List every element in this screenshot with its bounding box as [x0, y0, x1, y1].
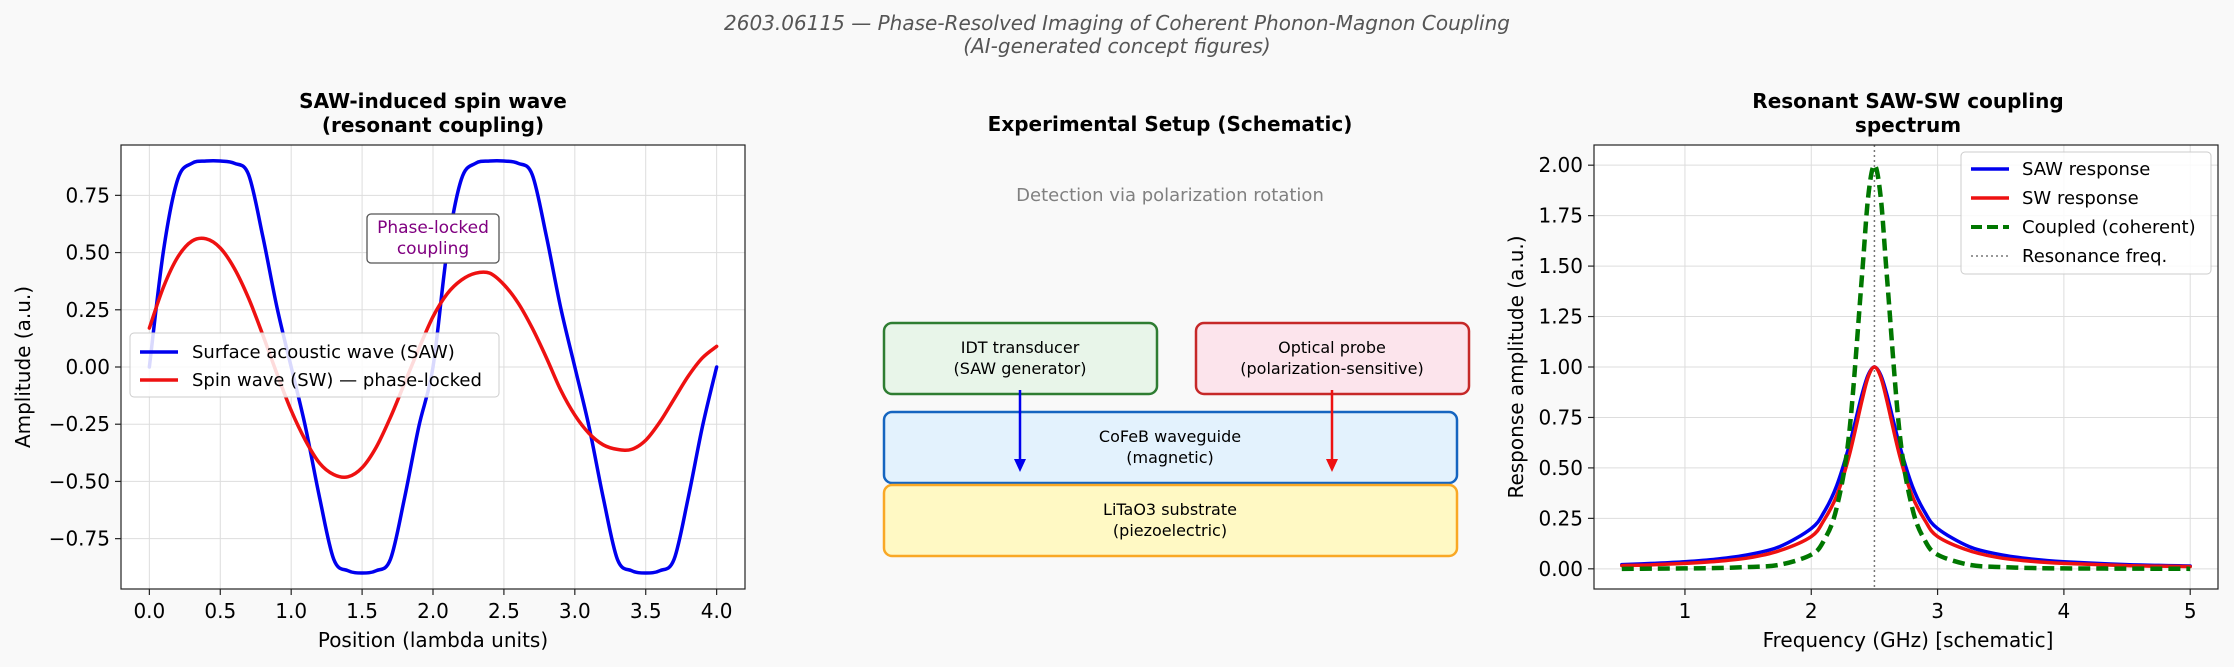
box-cofeb-line2: (magnetic) [1126, 448, 1214, 467]
panel-resonant-spectrum: Resonant SAW-SW coupling spectrum 1 2 3 4 5 0… [1504, 89, 2219, 652]
y-tick-label: 0.25 [1538, 506, 1583, 530]
axis-ticks: 0.0 0.5 1.0 1.5 2.0 2.5 3.0 3.5 4.0 −0.75 −0.50 −0.… [49, 183, 733, 623]
chart-title-line2: spectrum [1855, 113, 1961, 137]
box-optical-probe: Optical probe (polarization-sensitive) [1194, 321, 1471, 396]
box-litao3-substrate: LiTaO3 substrate (piezoelectric) [882, 483, 1459, 558]
x-tick-label: 5 [2184, 599, 2197, 623]
x-tick-label: 2.5 [488, 599, 520, 623]
series-line-2 [1621, 162, 2191, 572]
y-tick-label: 1.00 [1538, 355, 1583, 379]
chart-title-line1: Resonant SAW-SW coupling [1752, 89, 2063, 113]
y-tick-label: 0.50 [1538, 456, 1583, 480]
annotation-line1: Phase-locked [377, 218, 489, 238]
series-lines [1620, 145, 2192, 589]
axis-ticks: 1 2 3 4 5 0.00 0.25 0.50 0.75 1.00 1.25 1.50 1.75 2.0… [1538, 153, 2196, 623]
y-tick-label: 0.25 [65, 298, 110, 322]
legend: Surface acoustic wave (SAW) Spin wave (S… [129, 332, 500, 398]
x-tick-label: 4.0 [701, 599, 733, 623]
box-cofeb-line1: CoFeB waveguide [1099, 427, 1241, 446]
y-tick-label: −0.50 [49, 469, 110, 493]
legend-label-sw: SW response [2022, 188, 2139, 209]
x-tick-label: 1.0 [275, 599, 307, 623]
panel-experimental-setup: Experimental Setup (Schematic) Detection… [882, 112, 1471, 558]
legend-label-saw: SAW response [2022, 159, 2150, 180]
y-tick-label: 0.00 [1538, 557, 1583, 581]
y-tick-label: −0.75 [49, 527, 110, 551]
y-tick-label: 1.25 [1538, 305, 1583, 329]
legend-label-sw: Spin wave (SW) — phase-locked [192, 370, 482, 391]
panel-saw-spin-wave: SAW-induced spin wave (resonant coupling… [11, 89, 746, 652]
x-tick-label: 1.5 [346, 599, 378, 623]
arrow-probe-down [1326, 390, 1338, 472]
box-probe-line1: Optical probe [1278, 338, 1386, 357]
box-litao3-line2: (piezoelectric) [1113, 521, 1227, 540]
x-axis-label: Frequency (GHz) [schematic] [1763, 628, 2054, 652]
box-probe-line2: (polarization-sensitive) [1240, 359, 1423, 378]
legend-label-saw: Surface acoustic wave (SAW) [192, 342, 455, 363]
box-idt-line1: IDT transducer [961, 338, 1080, 357]
x-tick-label: 3 [1931, 599, 1944, 623]
legend-label-resonance: Resonance freq. [2022, 246, 2167, 267]
x-tick-label: 0.5 [204, 599, 236, 623]
x-tick-label: 2.0 [417, 599, 449, 623]
y-tick-label: 1.50 [1538, 254, 1583, 278]
y-tick-label: 0.50 [65, 241, 110, 265]
y-tick-label: 0.75 [65, 183, 110, 207]
series-line-1 [147, 236, 719, 480]
box-idt-line2: (SAW generator) [954, 359, 1087, 378]
legend-label-coupled: Coupled (coherent) [2022, 217, 2196, 238]
y-axis-label: Amplitude (a.u.) [11, 286, 35, 448]
box-idt-transducer: IDT transducer (SAW generator) [882, 321, 1159, 396]
y-tick-label: 0.75 [1538, 405, 1583, 429]
annotation-line2: coupling [397, 239, 469, 259]
y-tick-label: −0.25 [49, 412, 110, 436]
y-tick-label: 0.00 [65, 355, 110, 379]
x-tick-label: 2 [1805, 599, 1818, 623]
box-litao3-line1: LiTaO3 substrate [1103, 500, 1237, 519]
chart-title-line2: (resonant coupling) [322, 113, 544, 137]
series-line-1 [1620, 365, 2192, 569]
detection-note: Detection via polarization rotation [1016, 185, 1324, 206]
chart-title-line1: SAW-induced spin wave [299, 89, 567, 113]
y-axis-label: Response amplitude (a.u.) [1504, 235, 1528, 498]
y-tick-label: 2.00 [1538, 153, 1583, 177]
arrow-saw-down [1014, 390, 1026, 472]
x-tick-label: 3.5 [630, 599, 662, 623]
y-tick-label: 1.75 [1538, 204, 1583, 228]
x-tick-label: 0.0 [133, 599, 165, 623]
figure-title: 2603.06115 — Phase-Resolved Imaging of C… [724, 11, 1510, 35]
box-cofeb-waveguide: CoFeB waveguide (magnetic) [882, 410, 1459, 485]
figure-subtitle: (AI-generated concept figures) [963, 34, 1270, 58]
x-axis-label: Position (lambda units) [318, 628, 548, 652]
diagram-title: Experimental Setup (Schematic) [988, 112, 1353, 136]
legend: SAW response SW response Coupled (cohere… [1960, 151, 2212, 275]
x-tick-label: 3.0 [559, 599, 591, 623]
annotation-phase-locked: Phase-locked coupling [366, 213, 500, 264]
x-tick-label: 1 [1679, 599, 1692, 623]
x-tick-label: 4 [2058, 599, 2071, 623]
